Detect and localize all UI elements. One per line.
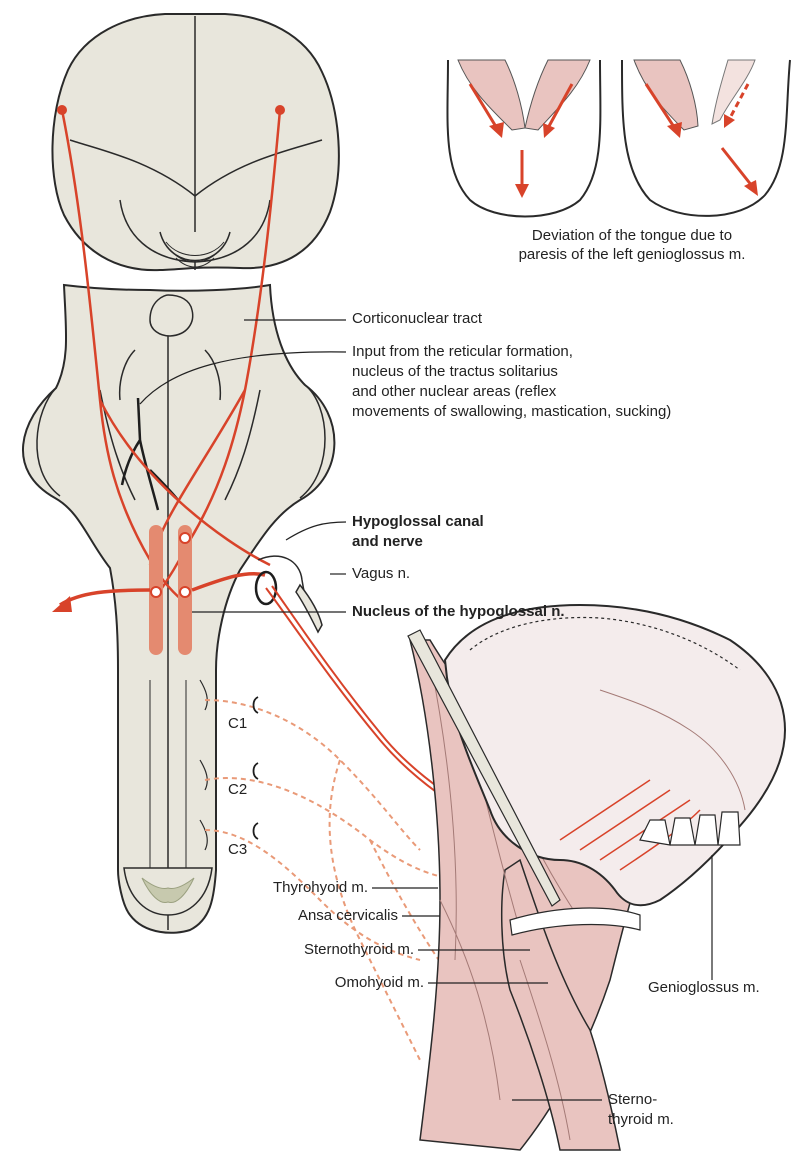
label-nucleus-hypoglossal: Nucleus of the hypoglossal n. xyxy=(352,602,565,622)
label-c1: C1 xyxy=(228,714,247,734)
neck-muscles-illustration xyxy=(408,605,785,1150)
label-input-line-1: Input from the reticular formation, xyxy=(352,342,573,362)
label-input-line-2: nucleus of the tractus solitarius xyxy=(352,362,558,382)
label-sterno-line-1: Sterno- xyxy=(608,1090,657,1110)
label-ansa-cervicalis: Ansa cervicalis xyxy=(190,906,398,926)
label-hypoglossal-nerve: and nerve xyxy=(352,532,423,552)
label-genioglossus: Genioglossus m. xyxy=(648,978,760,998)
caption-line-1: Deviation of the tongue due to xyxy=(482,226,782,246)
cervical-brackets xyxy=(254,697,259,839)
cerebrum xyxy=(52,14,338,270)
label-hypoglossal-canal: Hypoglossal canal xyxy=(352,512,484,532)
label-c2: C2 xyxy=(228,780,247,800)
tongue-normal-illustration xyxy=(447,60,600,217)
label-sterno-line-2: thyroid m. xyxy=(608,1110,674,1130)
label-omohyoid: Omohyoid m. xyxy=(190,973,424,993)
label-sternothyroid: Sternothyroid m. xyxy=(190,940,414,960)
label-c3: C3 xyxy=(228,840,247,860)
caption-line-2: paresis of the left genioglossus m. xyxy=(482,245,782,265)
tongue-deviated-illustration xyxy=(622,60,790,216)
label-corticonuclear-tract: Corticonuclear tract xyxy=(352,309,482,329)
label-input-line-4: movements of swallowing, mastication, su… xyxy=(352,402,671,422)
label-input-line-3: and other nuclear areas (reflex xyxy=(352,382,556,402)
label-thyrohyoid: Thyrohyoid m. xyxy=(190,878,368,898)
label-vagus: Vagus n. xyxy=(352,564,410,584)
